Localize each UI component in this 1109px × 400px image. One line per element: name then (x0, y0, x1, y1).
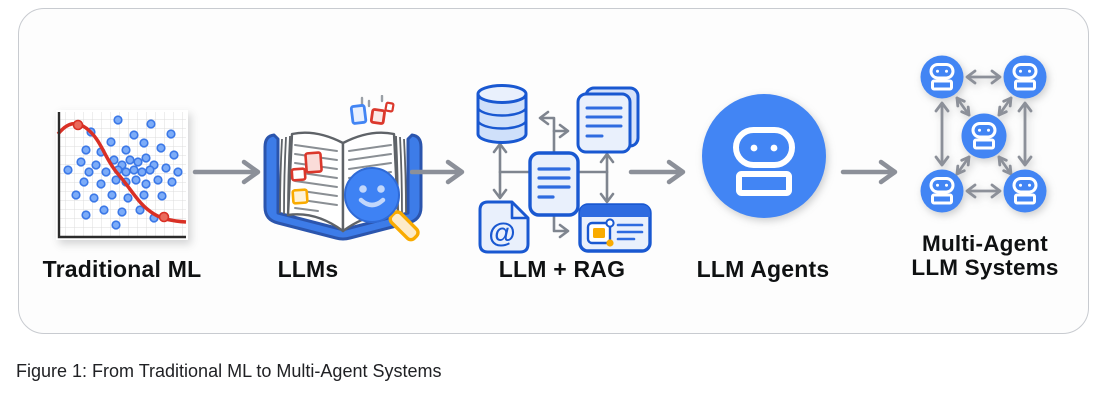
confetti-icon (349, 95, 395, 125)
stage-label-llm-rag: LLM + RAG (498, 256, 626, 282)
robot-glyph (733, 127, 795, 196)
magnifier-smiley-icon (344, 167, 420, 242)
orange-highlight-rect (291, 188, 309, 205)
flow-arrow-2 (410, 159, 465, 185)
multi-agent-network-icon (920, 55, 1047, 213)
stage-label-multi-agent-line1: Multi-Agent (922, 231, 1048, 256)
at-file-icon: @ (478, 200, 530, 254)
stage-label-multi-agent-line2: LLM Systems (911, 255, 1059, 281)
stage-label-traditional-ml: Traditional ML (42, 256, 202, 282)
agent-node (920, 55, 1047, 213)
red-highlight-rect-small (290, 167, 307, 182)
document-icon (528, 151, 580, 217)
curve-highlight-points (72, 119, 170, 223)
stage-label-llm-agents: LLM Agents (696, 256, 830, 282)
rag-flow-icon: @ (476, 84, 652, 254)
svg-text:@: @ (488, 217, 515, 248)
scatter-plot-icon (56, 110, 188, 240)
database-icon (476, 84, 528, 144)
scatter-points (63, 115, 183, 230)
flow-arrow-4 (840, 159, 898, 185)
stage-label-llms: LLMs (277, 256, 339, 282)
id-card-icon (578, 203, 652, 253)
plot-axes (57, 112, 186, 239)
left-page (286, 131, 345, 233)
stage-label-multi-agent: Multi-Agent LLM Systems (893, 231, 1077, 281)
figure-caption: Figure 1: From Traditional ML to Multi-A… (16, 361, 442, 381)
open-book-magnifier-icon (263, 95, 423, 242)
documents-icon (576, 86, 640, 154)
agent-link-arrows (934, 69, 1033, 199)
flow-arrow-1 (192, 159, 261, 185)
rag-connector-arrows (492, 110, 615, 239)
flow-arrow-3 (628, 159, 686, 185)
red-highlight-rect (304, 151, 323, 174)
book-cover (263, 133, 423, 241)
robot-agent-circle-icon (702, 94, 826, 218)
